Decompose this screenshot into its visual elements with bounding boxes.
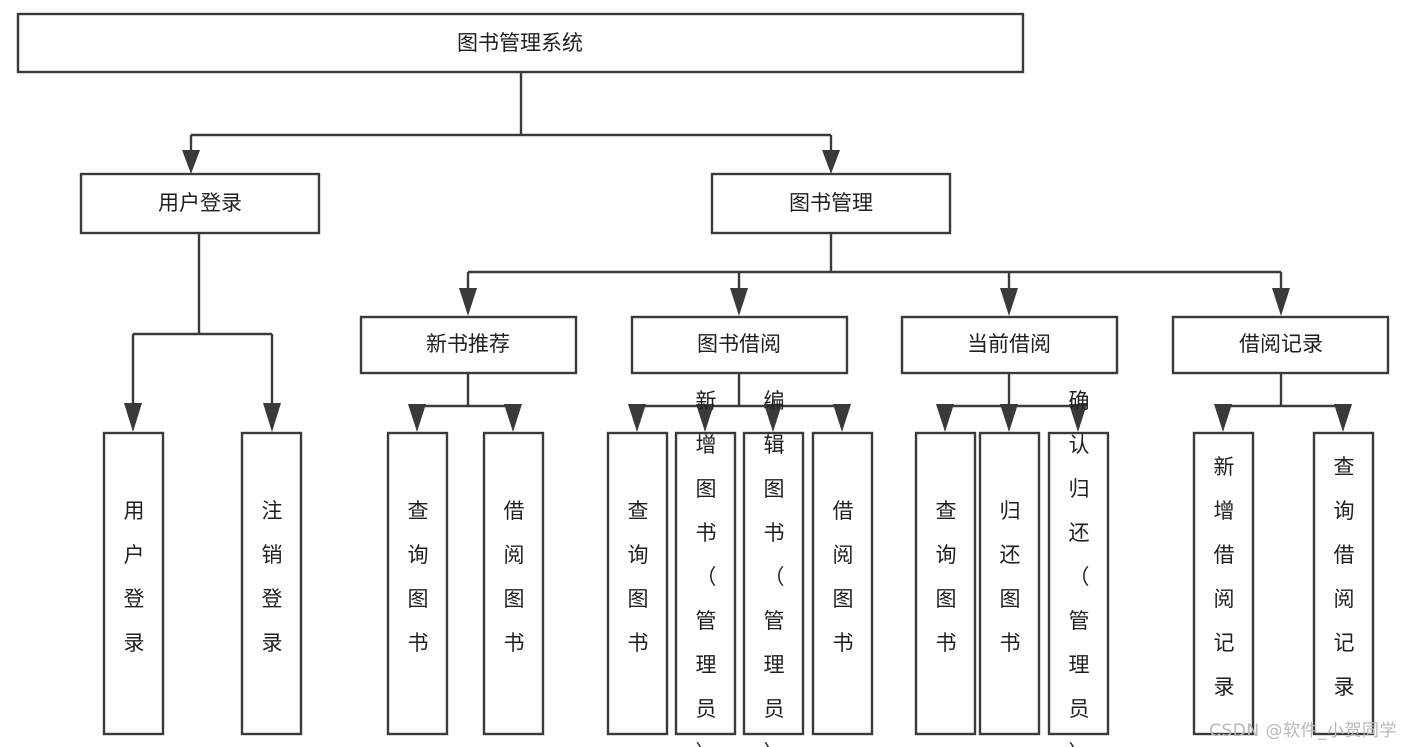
connectors-root-to-level2 [182, 72, 840, 174]
arrow-head-icon [459, 288, 477, 316]
leaf-node[interactable]: 查询图书 [914, 431, 977, 736]
leaf-label: 查询图书 [936, 499, 957, 655]
node-current-borrow-label: 当前借阅 [967, 332, 1051, 356]
leaf-node[interactable]: 查询图书 [386, 431, 449, 736]
node-new-book-recommend-box[interactable] [359, 315, 578, 375]
node-book-borrow-box[interactable] [630, 315, 849, 375]
leaf-node[interactable]: 注销登录 [240, 431, 303, 736]
node-book-borrow[interactable]: 图书借阅 [630, 315, 849, 375]
arrow-head-icon [408, 404, 426, 432]
leaf-node[interactable]: 查询图书 [606, 431, 669, 736]
leaf-box[interactable] [386, 431, 449, 736]
node-borrow-records-box[interactable] [1171, 315, 1390, 375]
arrow-head-icon [1214, 404, 1232, 432]
leaf-label: 归还图书 [1000, 499, 1021, 655]
leaf-box[interactable] [1047, 431, 1110, 736]
leaf-node[interactable]: 新增图书（管理员） [674, 389, 737, 747]
leaf-box[interactable] [102, 431, 165, 736]
node-borrow-records-label: 借阅记录 [1239, 332, 1323, 356]
connectors-userlogin-to-leaves [124, 233, 281, 432]
arrow-head-icon [182, 150, 200, 174]
node-user-login-box[interactable] [79, 172, 321, 235]
arrow-head-icon [263, 403, 281, 432]
leaf-box[interactable] [914, 431, 977, 736]
node-new-book-recommend[interactable]: 新书推荐 [359, 315, 578, 375]
node-root-box[interactable] [16, 12, 1025, 74]
node-user-login-label: 用户登录 [158, 191, 242, 215]
leaf-box[interactable] [1312, 431, 1375, 736]
node-root-label: 图书管理系统 [457, 31, 583, 55]
leaf-node[interactable]: 确认归还（管理员） [1047, 389, 1110, 747]
leaf-label: 借阅图书 [504, 499, 525, 655]
leaf-label: 查询图书 [408, 499, 429, 655]
arrow-head-icon [730, 288, 748, 316]
arrow-head-icon [1069, 404, 1087, 432]
leaf-box[interactable] [606, 431, 669, 736]
leaf-box[interactable] [742, 431, 805, 736]
leaf-label: 确认归还（管理员） [1069, 389, 1090, 747]
node-current-borrow-box[interactable] [900, 315, 1119, 375]
arrow-head-icon [1334, 404, 1352, 432]
arrow-head-icon [833, 404, 851, 432]
leaf-label: 借阅图书 [833, 499, 854, 655]
arrow-head-icon [628, 404, 646, 432]
connectors-current-to-leaves [936, 373, 1087, 432]
leaf-node[interactable]: 借阅图书 [482, 431, 545, 736]
arrow-head-icon [764, 404, 782, 432]
connectors-records-to-leaves [1214, 373, 1352, 432]
leaf-label: 编辑图书（管理员） [764, 389, 785, 747]
connectors-bookmgmt-to-level3 [459, 233, 1290, 316]
arrow-head-icon [1000, 288, 1018, 316]
leaf-node[interactable]: 借阅图书 [811, 431, 874, 736]
connectors-newbooks-to-leaves [408, 373, 522, 432]
leaf-box[interactable] [240, 431, 303, 736]
node-borrow-records[interactable]: 借阅记录 [1171, 315, 1390, 375]
connectors-borrow-to-leaves [628, 373, 851, 432]
leaf-node[interactable]: 查询借阅记录 [1312, 431, 1375, 736]
arrow-head-icon [1272, 288, 1290, 316]
leaf-label: 新增借阅记录 [1214, 455, 1235, 699]
node-book-borrow-label: 图书借阅 [697, 332, 781, 356]
leaf-label: 注销登录 [262, 499, 283, 655]
arrow-head-icon [504, 404, 522, 432]
leaf-label: 新增图书（管理员） [696, 389, 717, 747]
leaf-node[interactable]: 新增借阅记录 [1192, 431, 1255, 736]
leaf-label: 查询借阅记录 [1334, 455, 1355, 699]
arrow-head-icon [124, 403, 142, 432]
node-user-login[interactable]: 用户登录 [79, 172, 321, 235]
arrow-head-icon [822, 150, 840, 174]
leaf-box[interactable] [978, 431, 1041, 736]
leaf-box[interactable] [1192, 431, 1255, 736]
leaf-box[interactable] [674, 431, 737, 736]
arrow-head-icon [1000, 404, 1018, 432]
leaf-box[interactable] [482, 431, 545, 736]
node-book-management-label: 图书管理 [789, 191, 873, 215]
arrow-head-icon [696, 404, 714, 432]
node-book-management[interactable]: 图书管理 [710, 172, 952, 235]
leaf-label: 用户登录 [124, 499, 145, 655]
leaf-label: 查询图书 [628, 499, 649, 655]
leaf-box[interactable] [811, 431, 874, 736]
node-current-borrow[interactable]: 当前借阅 [900, 315, 1119, 375]
leaf-node[interactable]: 归还图书 [978, 431, 1041, 736]
leaf-node[interactable]: 用户登录 [102, 431, 165, 736]
arrow-head-icon [936, 404, 954, 432]
node-new-book-recommend-label: 新书推荐 [426, 332, 510, 356]
node-root[interactable]: 图书管理系统 [16, 12, 1025, 74]
node-book-management-box[interactable] [710, 172, 952, 235]
leaf-node[interactable]: 编辑图书（管理员） [742, 389, 805, 747]
